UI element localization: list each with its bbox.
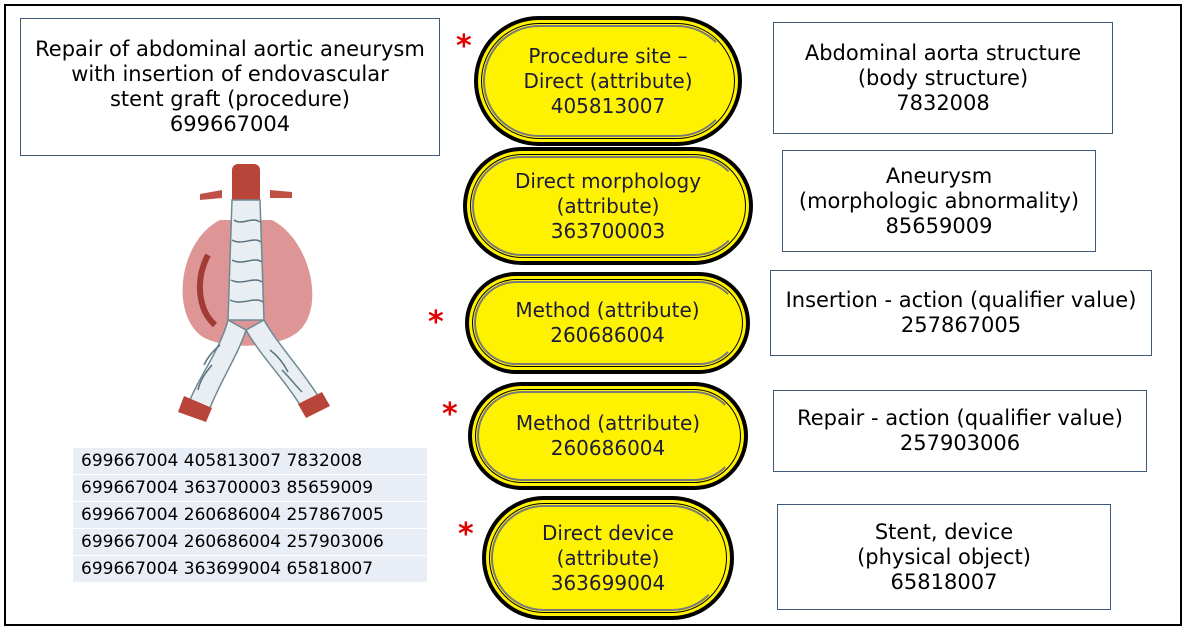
attribute-1-line-1: Procedure site – [528,44,687,69]
value-2-line-1: Aneurysm [886,164,992,189]
value-box-repair-action: Repair - action (qualifier value) 257903… [773,390,1147,472]
star-marker-3: * [428,308,444,338]
attribute-4-code: 260686004 [551,436,666,461]
attribute-1-line-2: Direct (attribute) [523,69,692,94]
procedure-line-1: Repair of abdominal aortic aneurysm [35,37,425,62]
attribute-4-line-1: Method (attribute) [516,411,700,436]
attribute-2-code: 363700003 [551,219,666,244]
attribute-5-code: 363699004 [551,571,666,596]
attribute-5-line-1: Direct device [542,521,674,546]
value-1-line-2: (body structure) [858,66,1028,91]
star-marker-1: * [456,32,472,62]
value-1-line-1: Abdominal aorta structure [805,41,1081,66]
attribute-2-line-1: Direct morphology [515,169,701,194]
value-2-line-2: (morphologic abnormality) [799,189,1079,214]
attribute-3-line-1: Method (attribute) [515,298,699,323]
attribute-5-line-2: (attribute) [557,546,660,571]
triple-row: 699667004 363699004 65818007 [73,556,427,583]
value-box-aneurysm: Aneurysm (morphologic abnormality) 85659… [782,150,1096,252]
procedure-code: 699667004 [170,112,290,137]
star-marker-5: * [458,520,474,550]
aortic-stent-graft-illustration [160,160,360,430]
procedure-concept-box: Repair of abdominal aortic aneurysm with… [20,18,440,156]
value-3-code: 257867005 [901,313,1021,338]
value-2-code: 85659009 [886,214,993,239]
attribute-pill-method-insertion: Method (attribute) 260686004 [465,272,750,374]
triple-row: 699667004 260686004 257903006 [73,529,427,556]
value-4-code: 257903006 [900,431,1020,456]
attribute-pill-direct-device: Direct device (attribute) 363699004 [482,496,734,620]
value-box-stent-device: Stent, device (physical object) 65818007 [777,504,1111,610]
triple-row: 699667004 405813007 7832008 [73,448,427,475]
value-5-line-1: Stent, device [875,520,1013,545]
attribute-3-code: 260686004 [550,323,665,348]
attribute-pill-procedure-site: Procedure site – Direct (attribute) 4058… [474,16,742,146]
procedure-line-2: with insertion of endovascular [71,62,389,87]
value-box-insertion-action: Insertion - action (qualifier value) 257… [770,270,1152,356]
value-5-line-2: (physical object) [857,545,1031,570]
value-box-abdominal-aorta: Abdominal aorta structure (body structur… [773,22,1113,134]
procedure-line-3: stent graft (procedure) [110,87,350,112]
triple-row: 699667004 363700003 85659009 [73,475,427,502]
value-5-code: 65818007 [891,570,998,595]
attribute-pill-method-repair: Method (attribute) 260686004 [468,382,748,490]
attribute-1-code: 405813007 [551,94,666,119]
value-3-line-1: Insertion - action (qualifier value) [786,288,1137,313]
triple-row: 699667004 260686004 257867005 [73,502,427,529]
value-1-code: 7832008 [896,91,990,116]
value-4-line-1: Repair - action (qualifier value) [797,406,1123,431]
triples-table: 699667004 405813007 7832008 699667004 36… [73,448,427,583]
star-marker-4: * [442,400,458,430]
attribute-pill-direct-morphology: Direct morphology (attribute) 363700003 [463,147,753,265]
attribute-2-line-2: (attribute) [557,194,660,219]
